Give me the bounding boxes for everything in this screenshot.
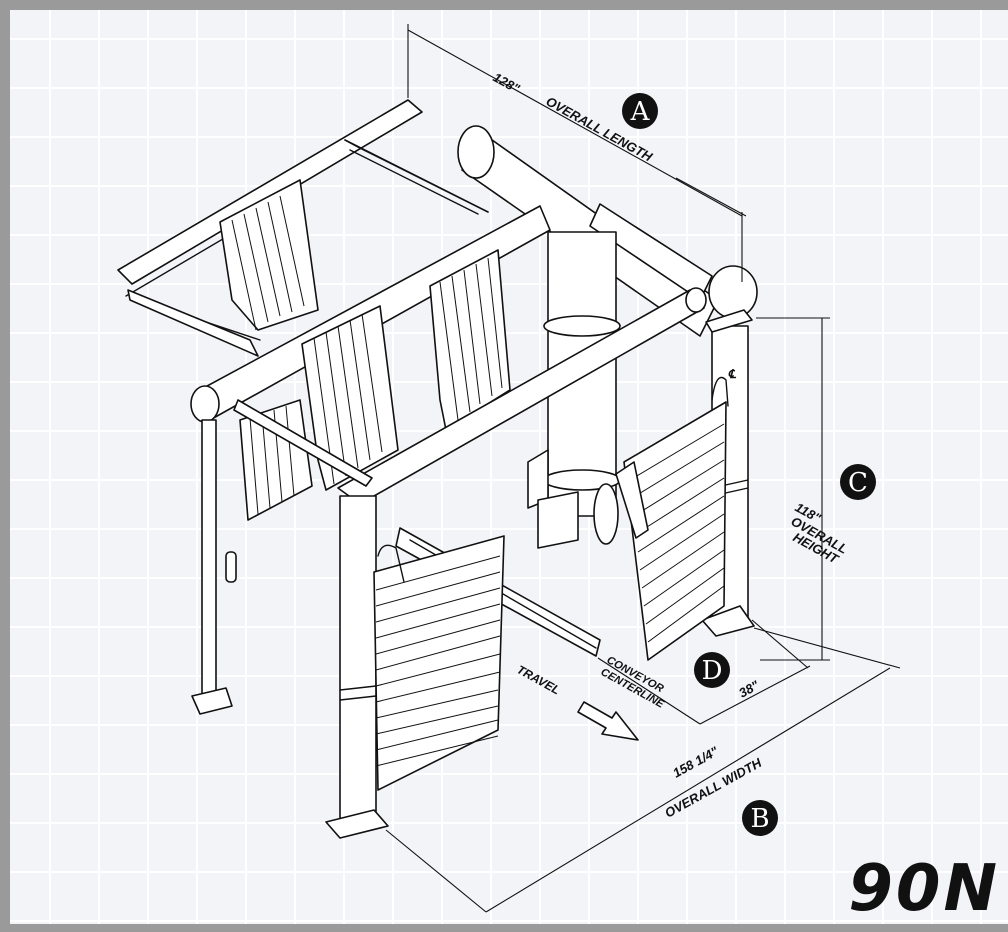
offset-value: 38" <box>736 677 762 701</box>
height-dimension: C 118" OVERALL HEIGHT <box>789 464 876 567</box>
marker-c <box>840 464 876 500</box>
marker-b <box>742 800 778 836</box>
front-wrap-brush <box>373 535 505 791</box>
marker-c-text: C <box>848 468 868 498</box>
front-frame <box>233 287 707 839</box>
rear-wrap-brush <box>615 376 729 661</box>
centerline-symbol: ℄ <box>728 367 737 381</box>
travel-arrow <box>577 701 639 741</box>
marker-a-text: A <box>630 97 651 127</box>
marker-a <box>622 93 658 129</box>
marker-d-text: D <box>702 656 723 686</box>
marker-d <box>694 652 730 688</box>
model-number: 90N <box>848 852 1000 926</box>
dimension-lines <box>385 24 901 913</box>
width-dimension: 158 1/4" OVERALL WIDTH B <box>662 743 778 836</box>
top-frame-left <box>117 99 489 357</box>
left-rear-post <box>191 419 237 715</box>
length-value: 128" <box>491 70 523 97</box>
rear-curtains <box>219 179 511 521</box>
marker-b-text: B <box>750 804 769 834</box>
length-dimension: 128" OVERALL LENGTH A <box>491 70 658 165</box>
offset-dimension: D 38" <box>694 652 762 701</box>
travel-label: TRAVEL <box>515 662 563 697</box>
